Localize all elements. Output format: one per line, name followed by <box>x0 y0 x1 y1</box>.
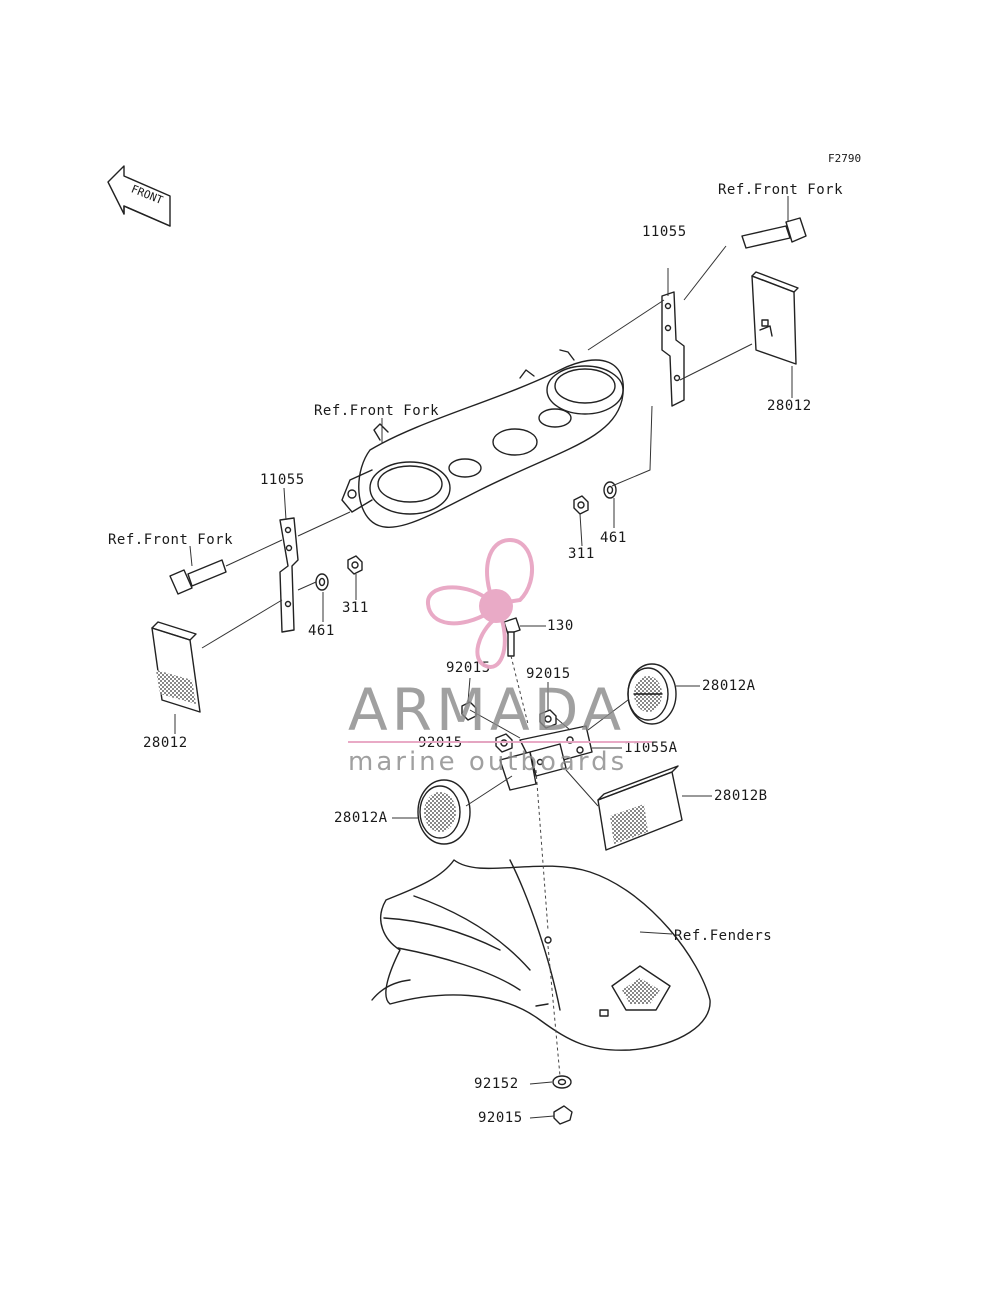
propeller-logo-icon <box>426 537 535 669</box>
reflector-round-right <box>627 663 677 725</box>
watermark-brand: ARMADA <box>348 676 625 744</box>
label-11055-right: 11055 <box>642 224 687 240</box>
label-11055-left: 11055 <box>260 472 305 488</box>
nut-92152 <box>552 1075 572 1089</box>
nut-92015-bottom <box>553 1105 573 1125</box>
label-461-right: 461 <box>600 530 627 546</box>
watermark-tagline: marine outboards <box>348 747 627 777</box>
bracket-upper-right <box>661 291 685 407</box>
bracket-center <box>499 725 593 791</box>
label-92015-b: 92015 <box>526 666 571 682</box>
label-28012a-left: 28012A <box>334 810 388 826</box>
label-92152: 92152 <box>474 1076 519 1092</box>
triple-clamp <box>341 349 624 528</box>
label-ref-front-fork-left: Ref.Front Fork <box>108 532 233 548</box>
front-fender <box>371 859 711 1051</box>
label-92015-a: 92015 <box>446 660 491 676</box>
label-ref-front-fork-top: Ref.Front Fork <box>718 182 843 198</box>
reflector-upper-right <box>751 271 799 365</box>
reflector-round-left <box>417 779 471 845</box>
watermark: ARMADA marine outboards <box>348 537 652 777</box>
label-311-left: 311 <box>342 600 369 616</box>
label-28012-right: 28012 <box>767 398 812 414</box>
assembly-lines <box>201 245 753 1077</box>
label-11055a: 11055A <box>624 740 678 756</box>
label-ref-front-fork-mid: Ref.Front Fork <box>314 403 439 419</box>
label-311-right: 311 <box>568 546 595 562</box>
label-461-left: 461 <box>308 623 335 639</box>
bolt-upper-right <box>741 217 807 249</box>
label-28012b: 28012B <box>714 788 768 804</box>
nut-92015-a <box>461 701 477 721</box>
label-92015-bottom: 92015 <box>478 1110 523 1126</box>
bolt-130 <box>503 617 521 657</box>
bracket-lower-left <box>279 517 299 633</box>
bolt-lower-left <box>169 559 227 595</box>
label-28012a-right: 28012A <box>702 678 756 694</box>
label-ref-fenders: Ref.Fenders <box>674 928 772 944</box>
label-28012-left: 28012 <box>143 735 188 751</box>
nut-311-left <box>347 555 363 575</box>
nut-92015-b <box>539 709 557 729</box>
reflector-lower-left <box>151 621 201 713</box>
washer-461-right <box>603 481 617 499</box>
label-130: 130 <box>547 618 574 634</box>
front-arrow-icon: FRONT <box>107 165 171 227</box>
washer-461-left <box>315 573 329 591</box>
nut-311-right <box>573 495 589 515</box>
reflector-rect-b <box>597 765 683 851</box>
figure-code: F2790 <box>828 152 861 165</box>
